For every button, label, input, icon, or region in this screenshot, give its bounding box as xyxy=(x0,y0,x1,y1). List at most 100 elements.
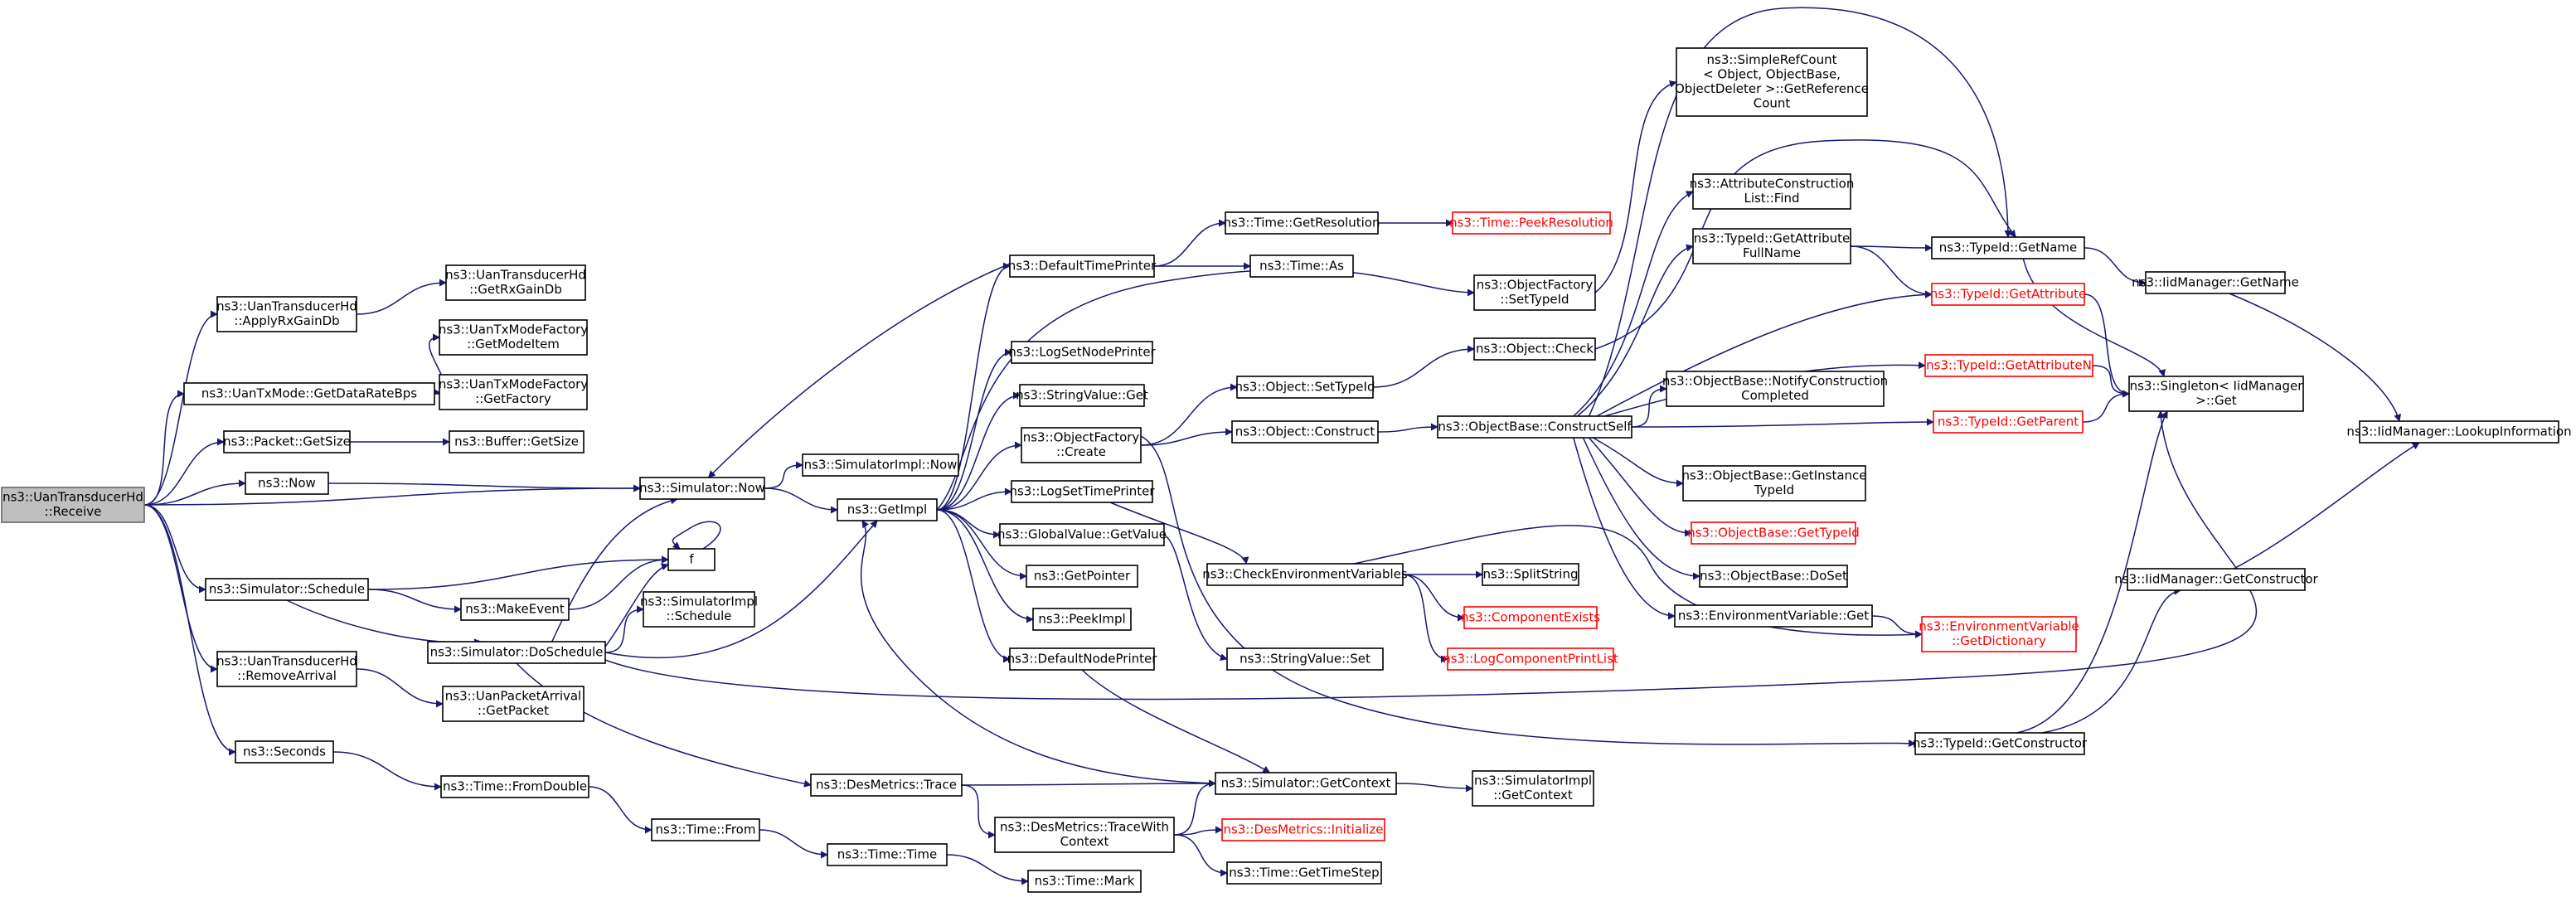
graph-node-box[interactable] xyxy=(1437,415,1632,439)
graph-node-box[interactable] xyxy=(2128,376,2304,412)
graph-node-n45[interactable]: ns3::ComponentExists xyxy=(1461,606,1600,629)
graph-node-n34[interactable]: ns3::ObjectBase::NotifyConstructionCompl… xyxy=(1662,371,1888,407)
graph-node-n43[interactable]: ns3::CheckEnvironmentVariables xyxy=(1202,563,1408,586)
graph-node-n2[interactable]: ns3::UanTransducerHd::GetRxGainDb xyxy=(445,264,586,301)
graph-node-n42[interactable]: ns3::LogSetTimePrinter xyxy=(1009,480,1155,503)
graph-node-n37[interactable]: ns3::ObjectBase::DoSet xyxy=(1699,565,1848,588)
graph-node-n10[interactable]: ns3::SimulatorImpl::Now xyxy=(802,453,959,477)
graph-node-n3[interactable]: ns3::UanTxMode::GetDataRateBps xyxy=(183,382,435,405)
graph-node-box[interactable] xyxy=(1226,647,1384,671)
graph-node-box[interactable] xyxy=(449,430,585,453)
graph-node-box[interactable] xyxy=(1699,565,1848,588)
graph-node-n14[interactable]: ns3::Time::PeekResolution xyxy=(1449,211,1613,235)
graph-node-n4[interactable]: ns3::UanTxModeFactory::GetModeItem xyxy=(439,319,588,356)
graph-node-box[interactable] xyxy=(1692,173,1851,210)
graph-node-n65[interactable]: ns3::Time::Mark xyxy=(1027,870,1142,893)
graph-node-box[interactable] xyxy=(999,523,1165,546)
graph-node-box[interactable] xyxy=(216,651,357,687)
graph-node-box[interactable] xyxy=(2359,420,2559,444)
graph-node-box[interactable] xyxy=(1682,465,1866,502)
graph-node-box[interactable] xyxy=(1027,870,1142,893)
graph-node-n66[interactable]: ns3::DesMetrics::Trace xyxy=(810,773,963,797)
graph-node-box[interactable] xyxy=(216,296,357,332)
graph-node-box[interactable] xyxy=(1021,427,1142,463)
graph-node-n48[interactable]: ns3::StringValue::Set xyxy=(1226,647,1384,671)
graph-node-n52[interactable]: ns3::Simulator::GetContext xyxy=(1215,772,1397,795)
graph-node-box[interactable] xyxy=(1009,255,1155,278)
graph-node-n69[interactable]: ns3::Time::GetTimeStep xyxy=(1226,861,1382,885)
graph-node-box[interactable] xyxy=(1026,565,1138,588)
graph-node-box[interactable] xyxy=(802,453,959,477)
graph-node-n19[interactable]: ns3::Object::SetTypeId xyxy=(1235,376,1375,399)
graph-node-n23[interactable]: ns3::ObjectBase::ConstructSelf xyxy=(1437,415,1632,439)
graph-node-n40[interactable]: ns3::IidManager::GetConstructor xyxy=(2114,568,2319,591)
graph-node-n1[interactable]: ns3::UanTransducerHd::ApplyRxGainDb xyxy=(216,296,357,332)
graph-node-box[interactable] xyxy=(442,686,585,722)
graph-node-box[interactable] xyxy=(1032,608,1132,631)
graph-node-n38[interactable]: ns3::EnvironmentVariable::Get xyxy=(1674,604,1873,628)
graph-node-box[interactable] xyxy=(1472,770,1594,807)
graph-node-box[interactable] xyxy=(1236,376,1374,399)
graph-node-box[interactable] xyxy=(205,578,369,601)
graph-node-n31[interactable]: ns3::Singleton< IidManager>::Get xyxy=(2128,376,2304,412)
graph-node-n59[interactable]: ns3::UanTransducerHd::RemoveArrival xyxy=(216,651,357,687)
graph-node-n9[interactable]: ns3::Simulator::Now xyxy=(639,477,765,500)
graph-node-n33[interactable]: ns3::IidManager::LookupInformation xyxy=(2346,420,2572,444)
graph-node-box[interactable] xyxy=(1933,410,2084,434)
graph-node-box[interactable] xyxy=(639,477,765,500)
graph-node-box[interactable] xyxy=(1452,211,1611,235)
graph-node-box[interactable] xyxy=(223,430,351,453)
graph-node-n58[interactable]: ns3::Simulator::DoSchedule xyxy=(427,641,606,664)
graph-node-box[interactable] xyxy=(1676,47,1868,117)
graph-node-box[interactable] xyxy=(1463,606,1598,629)
graph-node-box[interactable] xyxy=(245,472,329,495)
graph-node-n47[interactable]: ns3::GlobalValue::GetValue xyxy=(997,523,1167,546)
graph-node-n39[interactable]: ns3::EnvironmentVariable::GetDictionary xyxy=(1919,616,2079,652)
graph-node-box[interactable] xyxy=(2127,568,2306,591)
graph-node-n51[interactable]: ns3::DefaultNodePrinter xyxy=(1007,647,1158,671)
graph-node-n30[interactable]: ns3::TypeId::GetAttributeN xyxy=(1924,354,2093,377)
graph-node-n7[interactable]: ns3::Buffer::GetSize xyxy=(449,430,585,453)
graph-node-n56[interactable]: ns3::MakeEvent xyxy=(460,598,570,621)
graph-node-box[interactable] xyxy=(1692,228,1851,264)
graph-node-n15[interactable]: ns3::Time::As xyxy=(1249,255,1354,278)
graph-node-box[interactable] xyxy=(667,548,716,571)
graph-node-n0[interactable]: ns3::UanTransducerHd::Receive xyxy=(1,487,145,523)
graph-node-box[interactable] xyxy=(1206,563,1404,586)
graph-node-n8[interactable]: ns3::Now xyxy=(245,472,329,495)
graph-node-n22[interactable]: ns3::Object::Check xyxy=(1473,337,1596,361)
graph-node-box[interactable] xyxy=(1482,563,1579,586)
graph-node-box[interactable] xyxy=(1019,384,1145,407)
graph-node-n68[interactable]: ns3::DesMetrics::Initialize xyxy=(1221,818,1385,841)
graph-node-n53[interactable]: ns3::SimulatorImpl::GetContext xyxy=(1472,770,1594,807)
graph-node-box[interactable] xyxy=(427,641,606,664)
graph-node-box[interactable] xyxy=(235,740,334,764)
graph-node-box[interactable] xyxy=(1011,341,1153,364)
graph-node-box[interactable] xyxy=(1249,255,1354,278)
graph-node-box[interactable] xyxy=(1924,354,2093,377)
graph-node-n61[interactable]: ns3::Seconds xyxy=(235,740,334,764)
graph-node-box[interactable] xyxy=(810,773,963,797)
graph-node-n49[interactable]: ns3::GetPointer xyxy=(1026,565,1138,588)
graph-node-box[interactable] xyxy=(994,817,1175,853)
graph-node-box[interactable] xyxy=(1231,420,1379,444)
graph-node-n6[interactable]: ns3::Packet::GetSize xyxy=(223,430,351,453)
graph-node-box[interactable] xyxy=(1931,236,2085,259)
graph-node-box[interactable] xyxy=(1473,337,1596,361)
graph-node-box[interactable] xyxy=(651,818,760,841)
graph-node-box[interactable] xyxy=(1666,371,1885,407)
graph-node-box[interactable] xyxy=(827,843,948,866)
graph-node-n11[interactable]: ns3::GetImpl xyxy=(837,498,938,521)
graph-node-n41[interactable]: ns3::TypeId::GetConstructor xyxy=(1913,732,2088,755)
graph-node-n44[interactable]: ns3::SplitString xyxy=(1482,563,1579,586)
graph-node-box[interactable] xyxy=(1473,274,1596,311)
graph-node-n62[interactable]: ns3::Time::FromDouble xyxy=(440,775,589,798)
graph-node-n57[interactable]: ns3::SimulatorImpl::Schedule xyxy=(640,591,758,628)
graph-node-n28[interactable]: ns3::TypeId::GetAttribute xyxy=(1930,283,2086,306)
graph-node-box[interactable] xyxy=(439,319,588,356)
graph-node-box[interactable] xyxy=(460,598,570,621)
